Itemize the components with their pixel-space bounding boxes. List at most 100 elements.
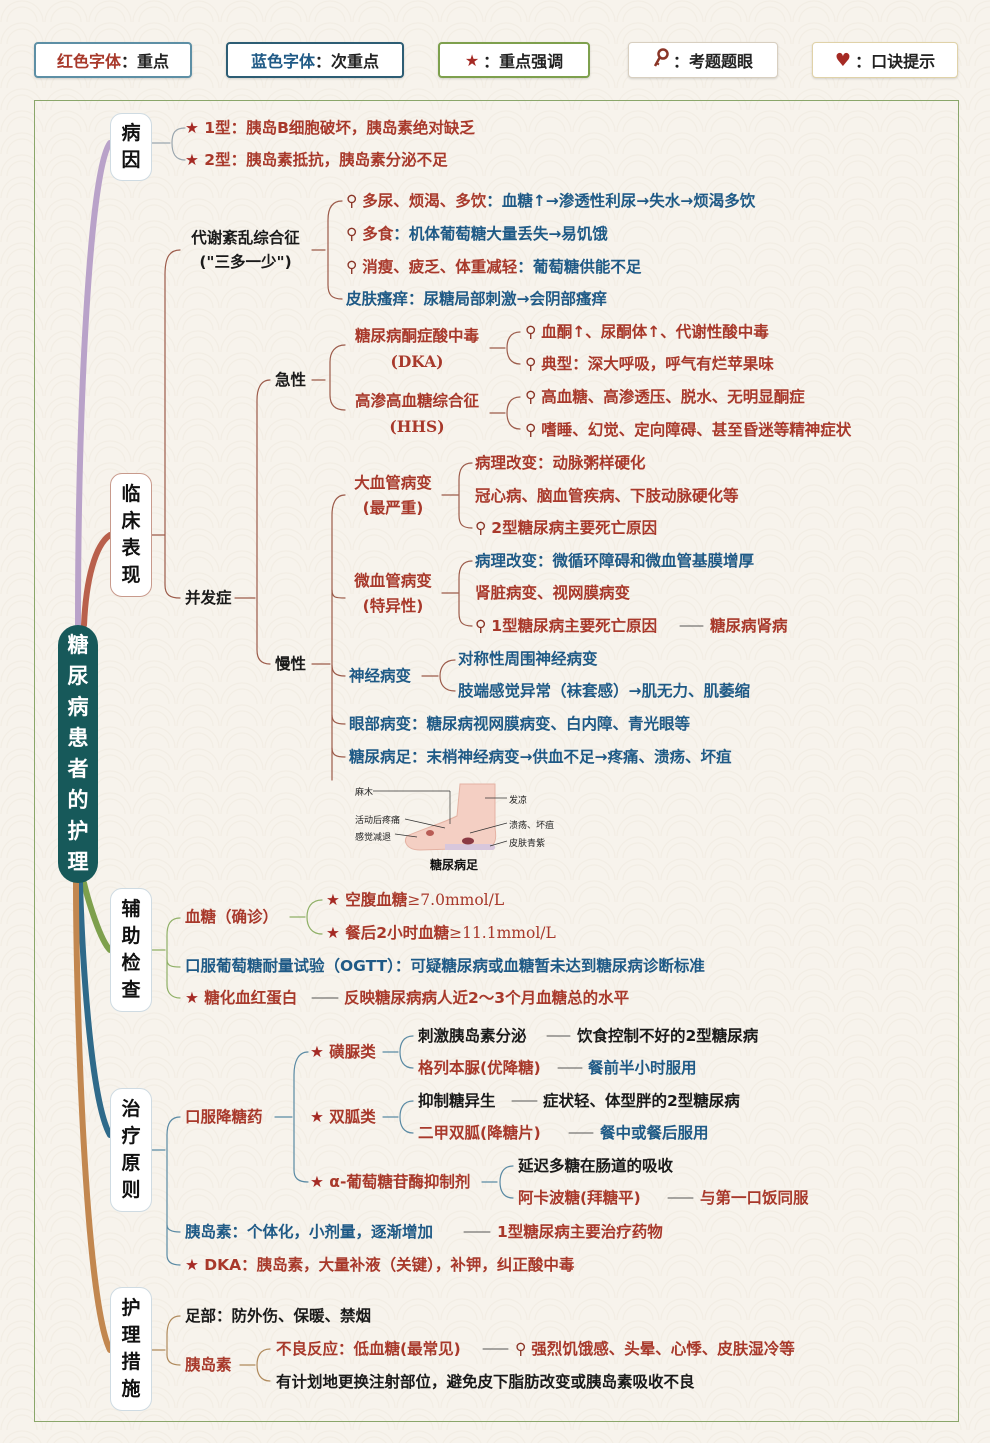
symptom: 多尿、烦渴、多饮 [362, 192, 487, 210]
star-icon: ★ [185, 151, 205, 169]
category-treatment[interactable]: 治 疗 原 则 [110, 1088, 152, 1212]
drug-usage: 餐前半小时服用 [588, 1059, 697, 1077]
category-char: 护 [121, 1297, 141, 1319]
label: 糖化血红蛋白 [204, 989, 298, 1007]
category-nursing[interactable]: 护 理 措 施 [110, 1287, 152, 1411]
category-char: 病 [121, 122, 141, 144]
insulin-note: 1型糖尿病主要治疗药物 [497, 1223, 663, 1241]
key-icon: ⚲ [346, 192, 363, 210]
value: ≥7.0mmol/L [407, 891, 505, 909]
micro-note: 糖尿病肾病 [710, 617, 788, 635]
title: 大血管病变 [354, 474, 432, 492]
key-icon: ⚲ [525, 323, 542, 341]
hba1c-detail: 反映糖尿病病人近2～3个月血糖总的水平 [344, 989, 630, 1007]
category-etiology[interactable]: 病 因 [110, 113, 152, 181]
glucose-postprandial: ★ 餐后2小时血糖≥11.1mmol/L [326, 923, 556, 943]
macro-item: 病理改变：动脉粥样硬化 [475, 454, 646, 472]
micro-item: 肾脏病变、视网膜病变 [475, 584, 631, 602]
foot-label: 发凉 [509, 796, 528, 806]
hhs-title: 高渗高血糖综合征 (HHS) [346, 391, 488, 437]
key-icon: ⚲ [475, 519, 492, 537]
chronic-title: 慢性 [275, 655, 307, 673]
legend-heart: ♥：口诀提示 [812, 42, 958, 78]
star-icon: ★ [185, 989, 205, 1007]
label: 餐后2小时血糖 [345, 924, 450, 942]
foot-label: 活动后疼痛 [355, 816, 401, 826]
symptom: 多食 [362, 225, 394, 243]
drug-indication: 症状轻、体型胖的2型糖尿病 [543, 1092, 740, 1110]
metabolic-item: ⚲ 消瘦、疲乏、体重减轻：葡萄糖供能不足 [346, 257, 641, 277]
title: 糖尿病酮症酸中毒 [354, 327, 479, 345]
foot-label: 溃疡、坏疽 [509, 821, 555, 831]
text: 嗜睡、幻觉、定向障碍、甚至昏迷等精神症状 [541, 421, 852, 439]
macro-title: 大血管病变 (最严重) [346, 473, 440, 518]
label: DKA： [204, 1256, 257, 1274]
biguanide-title: ★ 双胍类 [310, 1107, 376, 1127]
injection-site: 有计划地更换注射部位，避免皮下脂肪改变或胰岛素吸收不良 [276, 1373, 695, 1391]
label: 胰岛素： [185, 1223, 248, 1241]
sulfonylurea-title: ★ 磺脲类 [310, 1042, 376, 1062]
diabetic-foot-figure: 麻木 活动后疼痛 感觉减退 发凉 溃疡、坏疽 皮肤青紫 糖尿病足 [345, 778, 575, 873]
root-char: 尿 [67, 664, 89, 688]
category-char: 助 [121, 925, 141, 947]
label: 不良反应： [276, 1340, 354, 1358]
star-icon: ★ [185, 119, 205, 137]
mindmap-frame [34, 100, 959, 1422]
key-icon: ⚲ [346, 258, 363, 276]
key-icon: ⚲ [515, 1340, 532, 1358]
sep: ： [517, 258, 533, 276]
neuro-item: 对称性周围神经病变 [458, 650, 598, 668]
foot-complication: 糖尿病足：末梢神经病变→供血不足→疼痛、溃疡、坏疽 [349, 748, 732, 766]
insulin-adverse: 不良反应：低血糖(最常见) [276, 1339, 461, 1359]
text: 胰岛B细胞破坏，胰岛素绝对缺乏 [246, 119, 475, 137]
label: 空腹血糖 [345, 891, 408, 909]
text: 强烈饥饿感、头晕、心悸、皮肤湿冷等 [531, 1340, 795, 1358]
subtitle: (特异性) [362, 597, 424, 615]
star-icon: ★ [185, 1256, 205, 1274]
foot-caption: 糖尿病足 [430, 858, 479, 872]
legend-blue-font: 蓝色字体：次重点 [226, 42, 404, 78]
title: 代谢紊乱综合征 [191, 229, 300, 247]
detail: 尿糖局部刺激→会阴部瘙痒 [423, 290, 608, 308]
drug-name: 格列本脲(优降糖) [418, 1059, 541, 1077]
category-char: 辅 [121, 898, 141, 920]
detail: 血糖↑→渗透性利尿→失水→烦渴多饮 [501, 192, 756, 210]
category-char: 治 [121, 1098, 141, 1120]
detail: 胰岛素，大量补液（关键），补钾，纠正酸中毒 [256, 1256, 575, 1274]
star-icon: ★ [310, 1108, 330, 1126]
hypoglycemia-symptoms: ⚲ 强烈饥饿感、头晕、心悸、皮肤湿冷等 [515, 1339, 795, 1359]
neuro-item: 肢端感觉异常（袜套感）→肌无力、肌萎缩 [458, 682, 750, 700]
category-exam[interactable]: 辅 助 检 查 [110, 888, 152, 1012]
micro-item: ⚲ 1型糖尿病主要死亡原因 [475, 616, 657, 636]
text: 血酮↑、尿酮体↑、代谢性酸中毒 [541, 323, 769, 341]
root-char: 者 [67, 757, 89, 781]
heart-icon: ♥ [834, 49, 852, 71]
abbr: (DKA) [390, 352, 444, 371]
category-char: 原 [121, 1152, 141, 1174]
key-icon [653, 48, 669, 72]
legend-label-rest: ：重点 [121, 52, 170, 71]
etiology-type2: ★ 2型：胰岛素抵抗，胰岛素分泌不足 [185, 150, 448, 170]
title: 眼部病变 [349, 715, 412, 733]
glucose-fasting: ★ 空腹血糖≥7.0mmol/L [326, 890, 504, 910]
category-char: 表 [121, 537, 141, 559]
insulin-treatment: 胰岛素：个体化，小剂量，逐渐增加 [185, 1222, 433, 1242]
insulin-nursing-title: 胰岛素 [185, 1356, 232, 1374]
text: 2型糖尿病主要死亡原因 [491, 519, 658, 537]
glucose-title: 血糖（确诊） [185, 908, 279, 926]
root-char: 护 [67, 819, 89, 843]
complications-title: 并发症 [185, 589, 232, 607]
dka-item: ⚲ 血酮↑、尿酮体↑、代谢性酸中毒 [525, 322, 769, 342]
dka-item: ⚲ 典型：深大呼吸，呼气有烂苹果味 [525, 354, 774, 374]
category-char: 理 [121, 1324, 141, 1346]
acute-title: 急性 [275, 371, 307, 389]
root-topic: 糖 尿 病 患 者 的 护 理 [58, 625, 98, 883]
drug-name: 二甲双胍(降糖片) [418, 1124, 541, 1142]
root-char: 患 [67, 726, 89, 750]
foot-label: 麻木 [355, 788, 374, 798]
value: 低血糖(最常见) [353, 1340, 461, 1358]
drug-usage: 与第一口饭同服 [700, 1189, 809, 1207]
category-char: 临 [121, 483, 141, 505]
hhs-item: ⚲ 高血糖、高渗透压、脱水、无明显酮症 [525, 387, 805, 407]
category-clinical[interactable]: 临 床 表 现 [110, 473, 152, 597]
